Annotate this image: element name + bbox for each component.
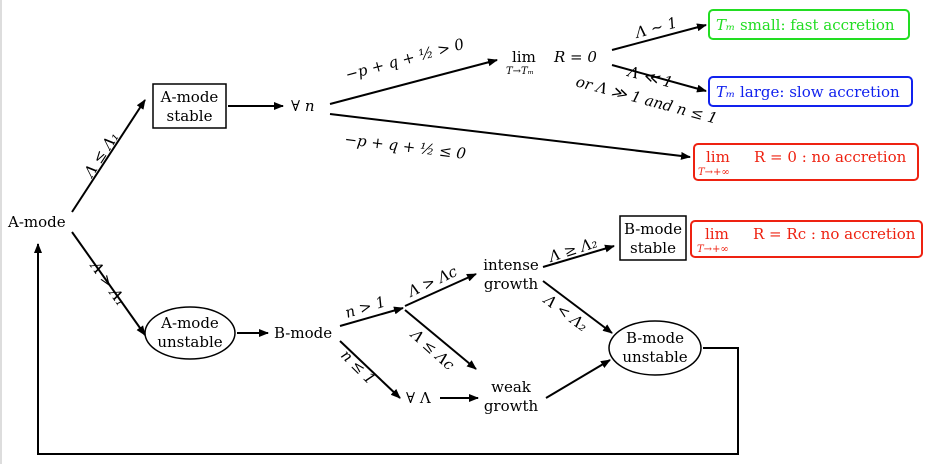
outcome-no-acc-b-expr: R = Rc : no accretion: [753, 225, 916, 243]
outcome-no-acc-a-lim: lim: [706, 148, 730, 166]
node-lim-t-tm-sub: T→Tₘ: [506, 66, 534, 77]
edge-feedback-loop: [34, 243, 739, 455]
node-a-mode-stable: A-mode stable: [152, 83, 227, 129]
edge-bmode-to-foralllambda: [339, 340, 401, 399]
outcome-no-acc-b-sub: T→+∞: [697, 244, 729, 255]
node-a-mode: A-mode: [7, 213, 66, 231]
label-n-gt-1: n > 1: [343, 293, 388, 322]
svg-text:Tₘ large: slow accretion: Tₘ large: slow accretion: [716, 83, 900, 101]
outcome-no-accretion-b: lim T→+∞ R = Rc : no accretion: [690, 220, 923, 258]
outcome-no-accretion-a: lim T→+∞ R = 0 : no accretion: [693, 143, 919, 181]
edge-foralln-to-limtm: [329, 58, 498, 105]
edge-split-to-weak: [404, 309, 477, 370]
outcome-fast-symbol: Tₘ: [716, 16, 735, 34]
outcome-slow-text: large: slow accretion: [735, 83, 900, 101]
edge-intense-to-bstable: [542, 244, 615, 268]
edge-amode-to-aunstable: [71, 231, 146, 336]
label-lambda-ge-lambda2: Λ ≥ Λ₂: [545, 233, 600, 266]
outcome-no-acc-b-lim: lim: [705, 225, 729, 243]
node-b-mode: B-mode: [274, 324, 332, 342]
node-lim-t-tm-expr: R = 0: [553, 48, 597, 66]
node-a-mode-stable-line1: A-mode: [160, 88, 219, 106]
outcome-slow-symbol: Tₘ: [716, 83, 735, 101]
node-b-mode-stable: B-mode stable: [619, 215, 687, 261]
svg-text:Tₘ small: fast accretion: Tₘ small: fast accretion: [716, 16, 895, 34]
outcome-fast-text: small: fast accretion: [735, 16, 895, 34]
node-a-mode-unstable-line2: unstable: [157, 333, 222, 351]
node-b-mode-unstable: B-mode unstable: [608, 320, 702, 376]
node-weak-growth: weak growth: [484, 378, 539, 415]
label-cond-positive: −p + q + ½ > 0: [343, 35, 466, 84]
node-intense-growth-line2: growth: [484, 275, 539, 293]
node-lim-t-tm-lim: lim: [512, 48, 536, 66]
label-cond-nonpositive: −p + q + ½ ≤ 0: [344, 130, 468, 163]
node-intense-growth: intense growth: [483, 256, 539, 293]
node-a-mode-unstable-line1: A-mode: [160, 314, 219, 332]
node-weak-growth-line2: growth: [484, 397, 539, 415]
outcome-no-acc-a-expr: R = 0 : no accretion: [754, 148, 907, 166]
edge-amode-to-astable: [71, 99, 146, 213]
node-b-mode-unstable-line1: B-mode: [626, 329, 684, 347]
edge-limtm-to-slow: [611, 64, 707, 93]
node-forall-n: ∀ n: [291, 97, 314, 115]
label-lambda-gt-lambdac: Λ > Λc: [403, 262, 460, 301]
node-a-mode-stable-line2: stable: [167, 107, 213, 125]
edge-bmode-to-split: [339, 306, 404, 327]
label-n-le-1: n ≤ 1: [337, 346, 379, 388]
label-lambda-gt-lambda1: Λ > Λ₁: [86, 256, 130, 309]
node-intense-growth-line1: intense: [483, 256, 539, 274]
outcome-slow-accretion: Tₘ large: slow accretion: [708, 76, 913, 107]
node-forall-lambda: ∀ Λ: [406, 389, 431, 407]
edge-limtm-to-fast: [611, 23, 707, 51]
edge-weak-to-bunstable: [545, 359, 611, 399]
node-b-mode-unstable-line2: unstable: [622, 348, 687, 366]
edge-foralln-to-noacc-a: [329, 113, 691, 160]
label-lambda-le-lambda1: Λ ≤ Λ₁: [79, 129, 122, 182]
node-a-mode-unstable: A-mode unstable: [144, 306, 236, 360]
edge-split-to-intense: [404, 273, 477, 307]
edge-intense-to-bunstable: [542, 280, 613, 334]
node-b-mode-stable-line2: stable: [630, 239, 676, 257]
node-b-mode-stable-line1: B-mode: [624, 220, 682, 238]
node-weak-growth-line1: weak: [491, 378, 532, 396]
outcome-fast-accretion: Tₘ small: fast accretion: [708, 9, 910, 40]
outcome-no-acc-a-sub: T→+∞: [698, 167, 730, 178]
node-lim-t-tm: lim T→Tₘ R = 0: [506, 48, 597, 77]
